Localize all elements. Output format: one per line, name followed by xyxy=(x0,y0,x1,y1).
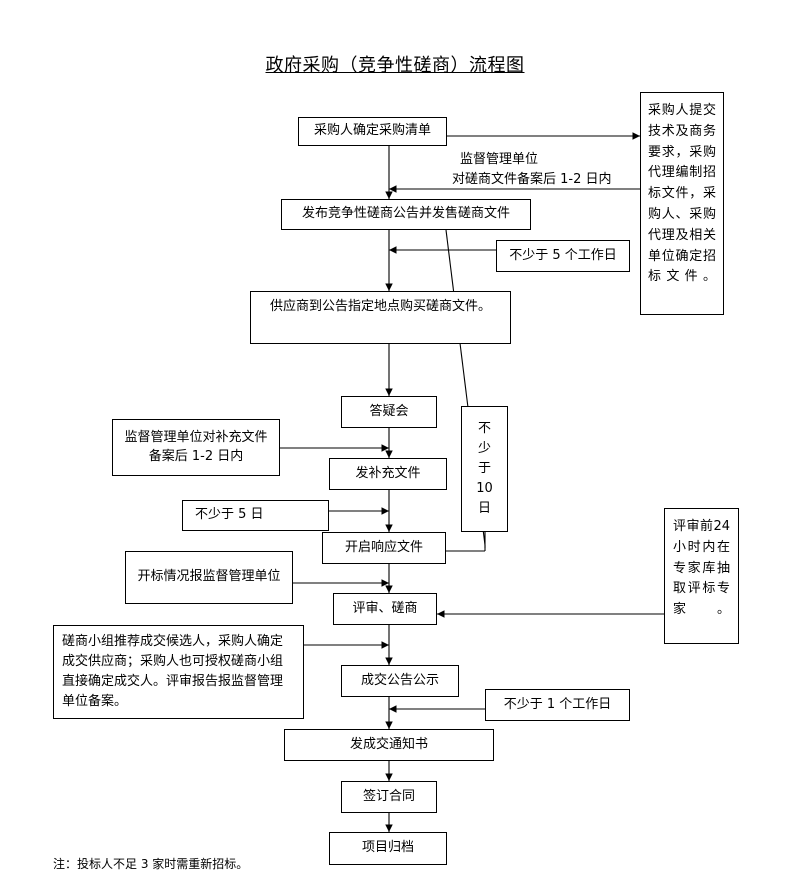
recommend-box: 磋商小组推荐成交候选人，采购人确定成交供应商；采购人也可授权磋商小组直接确定成交… xyxy=(53,625,304,719)
step-qa: 答疑会 xyxy=(341,396,437,428)
step-notice: 发成交通知书 xyxy=(284,729,494,761)
filing-label-line1: 监督管理单位 xyxy=(460,152,539,167)
open-report-box: 开标情况报监督管理单位 xyxy=(125,551,293,604)
step-confirm-list: 采购人确定采购清单 xyxy=(298,117,447,146)
min-10-days-char: 10 xyxy=(476,481,493,497)
step-open: 开启响应文件 xyxy=(322,532,446,564)
step-buy-docs: 供应商到公告指定地点购买磋商文件。 xyxy=(250,291,511,344)
supp-filing-box: 监督管理单位对补充文件备案后 1-2 日内 xyxy=(112,419,280,476)
min-5-workdays-box: 不少于 5 个工作日 xyxy=(496,240,630,272)
experts-box: 评审前24小时内在专家库抽取评标专家。 xyxy=(664,508,739,644)
step-publish: 发布竞争性磋商公告并发售磋商文件 xyxy=(281,199,531,230)
requirements-box: 采购人提交技术及商务要求，采购代理编制招标文件，采购人、采购代理及相关单位确定招… xyxy=(640,92,724,315)
footnote: 注：投标人不足 3 家时需重新招标。 xyxy=(53,857,249,871)
min-1-workday-box: 不少于 1 个工作日 xyxy=(485,689,630,721)
step-review: 评审、磋商 xyxy=(333,593,437,625)
step-contract: 签订合同 xyxy=(341,781,437,813)
step-supplement: 发补充文件 xyxy=(329,458,447,490)
min-10-days-char: 日 xyxy=(477,501,491,517)
page-title: 政府采购（竞争性磋商）流程图 xyxy=(265,55,525,76)
min-10-days-char: 不 xyxy=(477,420,491,436)
filing-label-line2: 对磋商文件备案后 1-2 日内 xyxy=(452,172,612,187)
min-10-days-char: 少 xyxy=(477,440,491,456)
min-5-days-box: 不少于 5 日 xyxy=(182,500,329,531)
step-announce: 成交公告公示 xyxy=(341,665,459,697)
step-archive: 项目归档 xyxy=(329,832,447,865)
min-10-days-box: 不 少 于 10 日 xyxy=(461,406,508,532)
min-10-days-char: 于 xyxy=(477,460,491,476)
